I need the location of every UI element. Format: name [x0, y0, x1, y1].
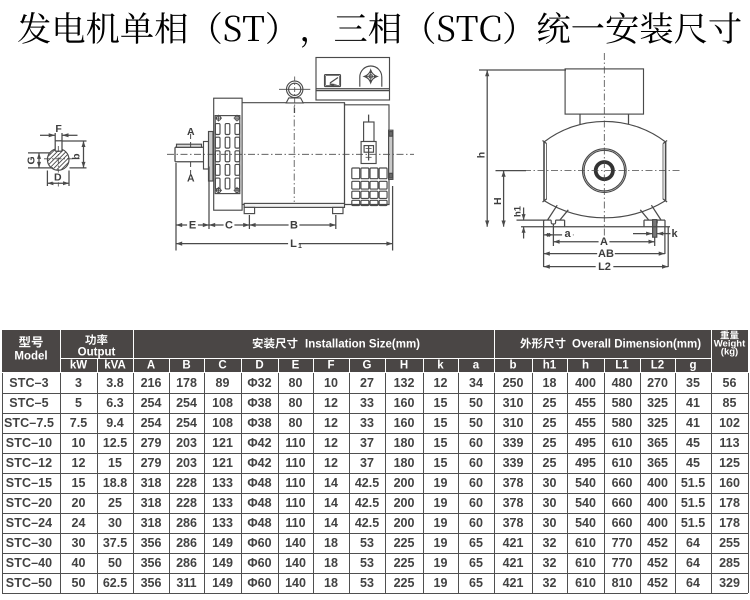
svg-text:(kg): (kg): [721, 347, 738, 358]
svg-text:Weight: Weight: [714, 339, 746, 350]
svg-text:Model: Model: [14, 351, 47, 363]
svg-text:G: G: [26, 156, 38, 164]
svg-text:G: G: [363, 359, 372, 371]
svg-text:E: E: [292, 359, 300, 371]
svg-text:L2: L2: [651, 359, 664, 371]
svg-text:a: a: [564, 228, 571, 240]
svg-text:k: k: [437, 359, 444, 371]
svg-text:L2: L2: [598, 261, 611, 273]
svg-text:1: 1: [298, 243, 302, 250]
svg-text:L: L: [290, 238, 297, 250]
svg-text:b: b: [71, 153, 83, 159]
svg-text:C: C: [218, 359, 226, 371]
svg-text:k: k: [671, 228, 678, 240]
svg-text:B: B: [290, 220, 298, 232]
svg-text:A: A: [187, 173, 195, 185]
svg-text:B: B: [182, 359, 190, 371]
svg-text:Installation Size(mm): Installation Size(mm): [305, 339, 420, 351]
svg-text:D: D: [54, 172, 62, 184]
svg-text:H: H: [492, 197, 504, 205]
svg-text:E: E: [189, 220, 196, 232]
svg-text:Output: Output: [78, 347, 116, 359]
svg-text:a: a: [473, 359, 480, 371]
svg-text:A: A: [600, 236, 608, 248]
svg-text:h1: h1: [512, 205, 523, 217]
svg-text:kW: kW: [70, 359, 87, 371]
svg-text:F: F: [327, 359, 334, 371]
svg-text:D: D: [255, 359, 263, 371]
svg-text:h: h: [582, 359, 589, 371]
svg-text:h: h: [476, 152, 488, 158]
svg-text:AB: AB: [598, 248, 614, 260]
svg-text:A: A: [147, 359, 155, 371]
svg-text:H: H: [400, 359, 408, 371]
svg-text:C: C: [225, 220, 233, 232]
svg-text:kVA: kVA: [104, 359, 126, 371]
svg-text:A: A: [187, 126, 195, 138]
svg-text:Overall Dimension(mm): Overall Dimension(mm): [572, 339, 701, 351]
svg-text:b: b: [509, 359, 516, 371]
svg-text:L1: L1: [615, 359, 629, 371]
svg-text:F: F: [55, 123, 62, 135]
svg-text:g: g: [689, 359, 696, 371]
svg-text:h1: h1: [543, 359, 557, 371]
